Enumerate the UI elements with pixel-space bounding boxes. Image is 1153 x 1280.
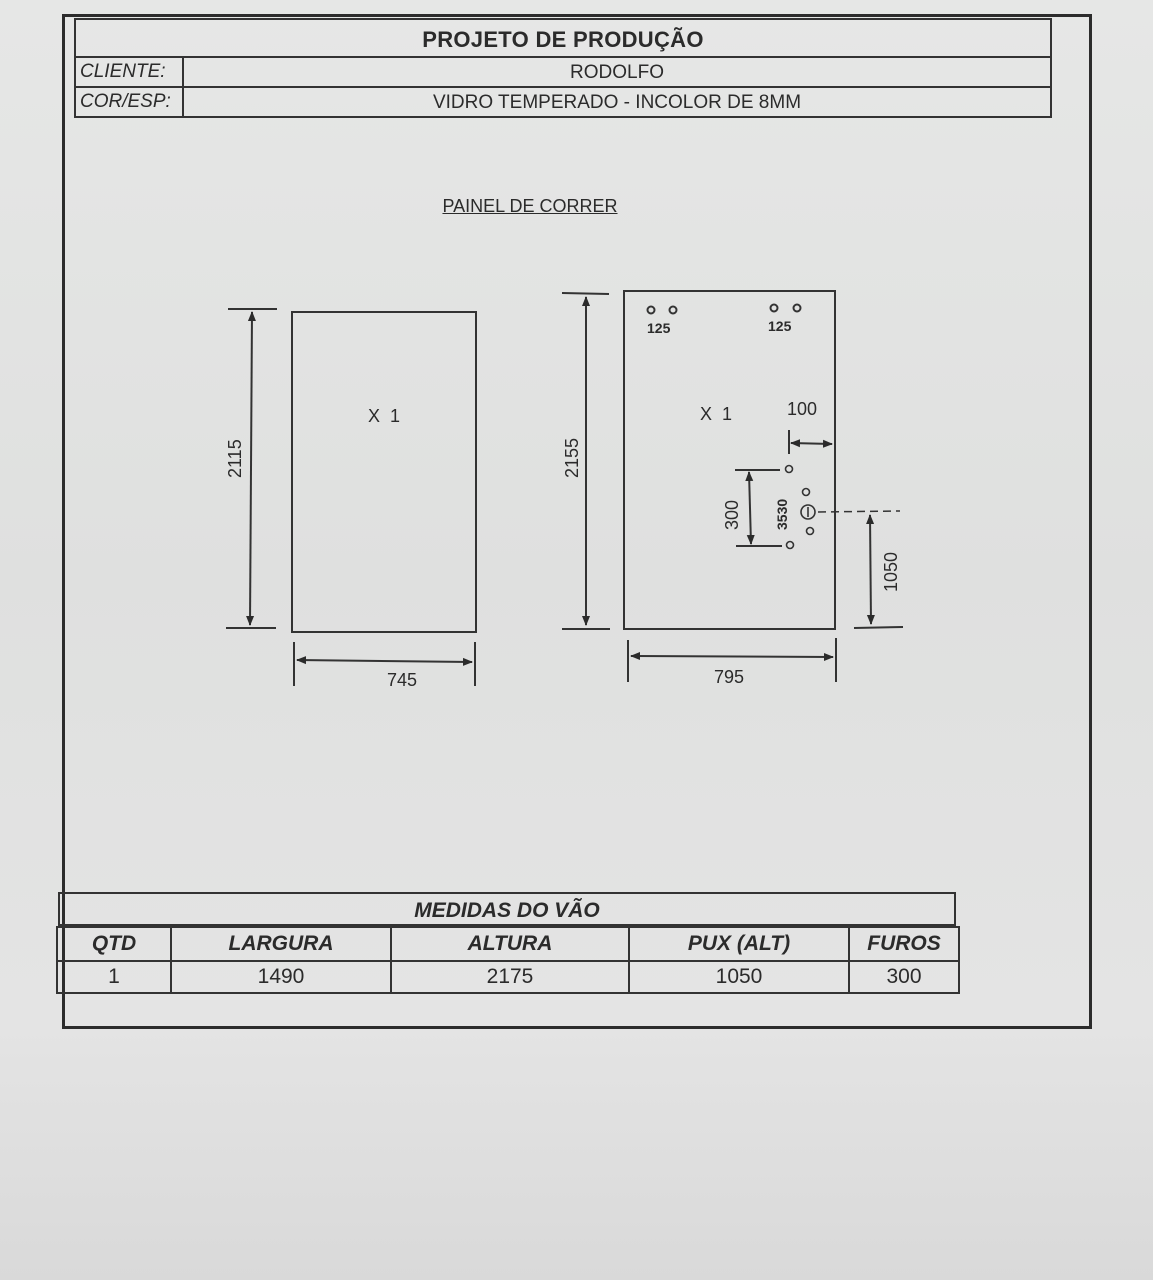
panel-2-height-label: 2155: [562, 438, 582, 478]
handle-hole-icon: [784, 464, 794, 474]
handle-height-ext-bottom: [853, 626, 904, 629]
client-label: CLIENTE:: [76, 58, 184, 86]
panel-2-width-label: 795: [714, 667, 744, 687]
client-value: RODOLFO: [570, 62, 664, 83]
hole-right-label: 125: [768, 318, 792, 334]
edge-offset-line: [790, 439, 833, 448]
handle-hole-icon: [800, 504, 816, 520]
panel-1-height-line: [246, 311, 256, 626]
table-title: MEDIDAS DO VÃO: [58, 892, 956, 926]
handle-hole-icon: [805, 526, 815, 536]
hole-icon: [792, 303, 802, 313]
hole-icon: [646, 305, 656, 315]
color-value: VIDRO TEMPERADO - INCOLOR DE 8MM: [432, 92, 802, 113]
panel-1-width-label: 745: [387, 670, 417, 690]
panel-2-quantity: X 1: [700, 404, 732, 424]
handle-hole-icon: [785, 540, 795, 550]
header-altura: ALTURA: [390, 926, 630, 962]
handle-small-label: 3530: [774, 499, 790, 530]
panel-2-outline: [623, 290, 836, 630]
handle-height-line: [866, 514, 875, 625]
header-largura: LARGURA: [170, 926, 392, 962]
panel-2-width-line: [630, 652, 834, 661]
panel-1-outline: [291, 311, 477, 633]
handle-hole-icon: [801, 487, 811, 497]
panel-1-height-label: 2115: [225, 439, 245, 478]
document-frame: [62, 14, 1092, 1029]
panel-1-quantity: X 1: [368, 406, 400, 426]
handle-height-label: 1050: [881, 552, 901, 592]
edge-offset-label: 100: [787, 399, 817, 419]
cell-altura: 2175: [390, 960, 630, 994]
header-qtd: QTD: [56, 926, 172, 962]
cell-pux: 1050: [628, 960, 850, 994]
cell-qtd: 1: [56, 960, 172, 994]
table-row: 1 1490 2175 1050 300: [56, 960, 960, 994]
table-header-row: QTD LARGURA ALTURA PUX (ALT) FUROS: [56, 926, 960, 962]
hole-icon: [769, 303, 779, 313]
handle-spacing-line: [745, 471, 755, 545]
drawing-title: PAINEL DE CORRER: [442, 196, 618, 216]
cell-furos: 300: [848, 960, 960, 994]
handle-spacing-label: 300: [722, 500, 742, 530]
handle-centerline: [817, 510, 901, 513]
color-label: COR/ESP:: [76, 88, 184, 116]
color-row: COR/ESP: VIDRO TEMPERADO - INCOLOR DE 8M…: [74, 86, 1052, 118]
table-footer-strip: [56, 994, 1092, 1030]
panel-1-width-line: [296, 656, 473, 666]
hole-icon: [668, 305, 678, 315]
header-furos: FUROS: [848, 926, 960, 962]
panel-2-height-ext-top: [561, 292, 610, 295]
header-pux: PUX (ALT): [628, 926, 850, 962]
cell-largura: 1490: [170, 960, 392, 994]
hole-left-label: 125: [647, 320, 671, 336]
